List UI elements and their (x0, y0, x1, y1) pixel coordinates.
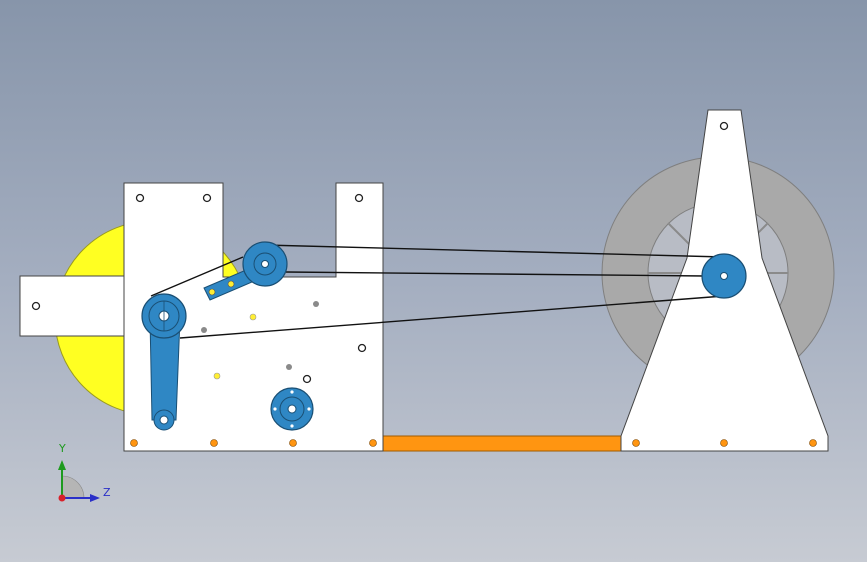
belt-lower (179, 271, 725, 339)
orange-base-rail[interactable] (382, 435, 622, 452)
base-bolts (130, 439, 817, 447)
right-pulley[interactable] (701, 253, 747, 299)
small-pulley[interactable] (242, 241, 288, 287)
belt-upper (150, 244, 725, 297)
crank-arm[interactable] (149, 317, 181, 431)
z-axis-label: Z (103, 486, 111, 499)
y-axis-label: Y (59, 442, 66, 455)
small-gear[interactable] (270, 387, 314, 431)
coordinate-triad-icon (58, 460, 100, 502)
plate-dots (201, 301, 319, 380)
small-lever[interactable] (203, 269, 253, 301)
drive-pulley[interactable] (141, 293, 187, 339)
plate-holes (31, 121, 729, 384)
